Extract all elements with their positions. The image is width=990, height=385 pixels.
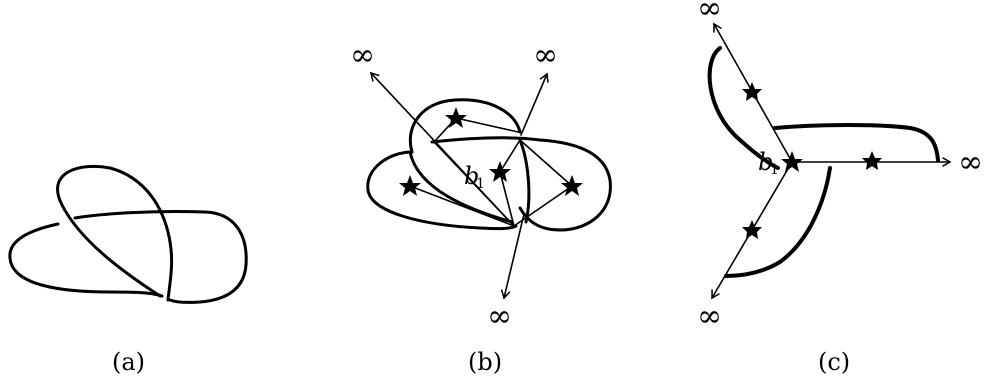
panel-b: ∞ ∞ ∞ b 1 (350, 38, 612, 334)
star-icon (445, 107, 467, 128)
knot-b-top-lobe (408, 98, 522, 154)
caption-c: (c) (818, 348, 850, 376)
knot-strand-middle (73, 209, 248, 304)
star-markers-c (742, 82, 882, 239)
path-b-2 (499, 139, 573, 227)
thick-arc-right (773, 123, 940, 162)
infinity-label-c-up: ∞ (697, 0, 722, 26)
ray-b-down (500, 213, 525, 300)
knot-b-diagonal-strand (408, 150, 514, 224)
star-icon (781, 151, 803, 172)
basepoint-letter: b (464, 162, 479, 190)
star-icon (561, 175, 583, 196)
infinity-label-b-down: ∞ (487, 299, 512, 334)
knot-b-right-strand (430, 136, 612, 232)
infinity-label-c-right: ∞ (958, 145, 983, 180)
ray-b-upleft (369, 71, 515, 227)
star-icon (862, 151, 882, 170)
panel-c: ∞ ∞ ∞ b 1 (697, 0, 983, 334)
infinity-label-b-upleft: ∞ (350, 38, 375, 73)
basepoint-letter: b (758, 148, 773, 176)
basepoint-rays-c (711, 22, 952, 300)
knot-b-left-lobe (366, 150, 518, 231)
infinity-label-c-down: ∞ (697, 299, 722, 334)
basepoint-index: 1 (476, 176, 485, 192)
thick-arc-top (707, 46, 780, 170)
thick-arc-bottom (724, 166, 832, 278)
caption-a: (a) (112, 348, 145, 376)
star-icon (399, 175, 421, 196)
basepoint-label-b: b 1 (464, 162, 485, 192)
infinity-label-b-upright: ∞ (533, 38, 558, 73)
basepoint-index: 1 (770, 162, 779, 178)
caption-b: (b) (468, 348, 502, 376)
star-icon (489, 161, 511, 182)
basepoint-label-c: b 1 (758, 148, 779, 178)
trefoil-knot-diagram (8, 164, 248, 304)
knot-strand-left (8, 222, 164, 298)
knot-b-inner-strand (518, 138, 531, 224)
knot-strand-top (56, 164, 174, 302)
star-markers-b (399, 107, 583, 196)
ray-b-upright (520, 72, 549, 136)
star-icon (742, 82, 762, 101)
path-b-3 (409, 185, 515, 227)
star-icon (742, 220, 762, 239)
basepoint-paths-b (369, 71, 573, 300)
panel-a (8, 164, 248, 304)
knot-diagram-b (366, 98, 612, 232)
